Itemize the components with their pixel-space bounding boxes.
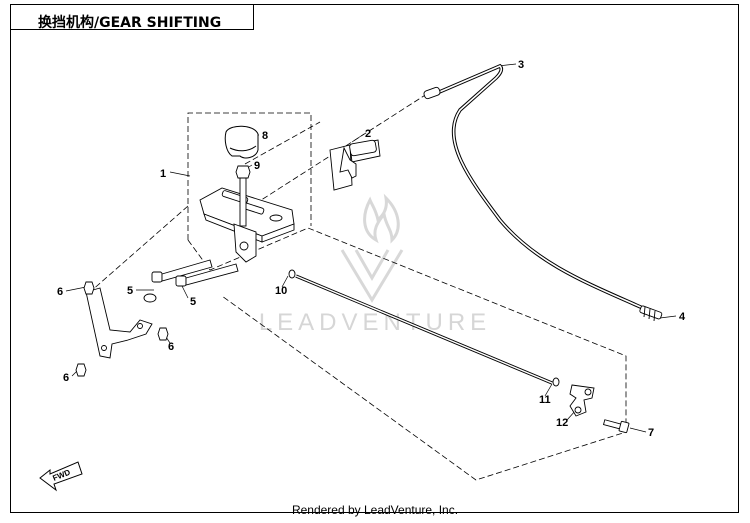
bolt-6c [75,363,87,377]
callout-6c: 6 [63,372,69,384]
footer-credit: Rendered by LeadVenture, Inc. [291,503,459,517]
shift-rod [295,274,553,385]
leader-lines [65,63,677,433]
bolt-6a [83,281,95,295]
watermark-text: LEADVENTURE [259,309,491,336]
forward-direction-arrow-icon: FWD [39,461,83,492]
shifter-base [199,187,295,263]
callout-numbers: 1 2 3 4 5 5 6 6 6 7 8 9 10 11 12 [57,59,686,439]
lever-nut [235,165,251,179]
bolt-5-upper [151,259,213,283]
callout-9: 9 [254,160,260,172]
washer-5 [143,293,157,303]
callout-12: 12 [556,417,568,429]
rod-washer-10 [288,269,296,279]
title-box: 换挡机构/GEAR SHIFTING [10,4,254,31]
cable-bracket [329,139,381,191]
callout-10: 10 [275,285,287,297]
callout-1: 1 [160,168,166,180]
callout-2: 2 [365,128,371,140]
rod-washer-11 [552,377,560,387]
watermark-logo [340,193,404,303]
callout-7: 7 [648,427,654,439]
callout-5a: 5 [127,285,133,297]
bolt-7 [602,419,630,434]
drawing-frame [10,4,739,513]
callout-6a: 6 [57,286,63,298]
callout-8: 8 [262,130,268,142]
bolt-6b [157,327,169,341]
callout-4: 4 [679,311,686,323]
floor-bracket [85,287,153,359]
callout-6b: 6 [168,341,174,353]
shift-knob [224,125,259,159]
shift-cable [423,63,657,316]
rod-end-link [569,384,595,417]
diagram-title: 换挡机构/GEAR SHIFTING [38,15,222,31]
callout-3: 3 [518,59,524,71]
cable-end-fitting [639,305,663,322]
bolt-5-lower [175,263,239,287]
callout-11: 11 [539,394,551,406]
callout-5b: 5 [190,296,196,308]
